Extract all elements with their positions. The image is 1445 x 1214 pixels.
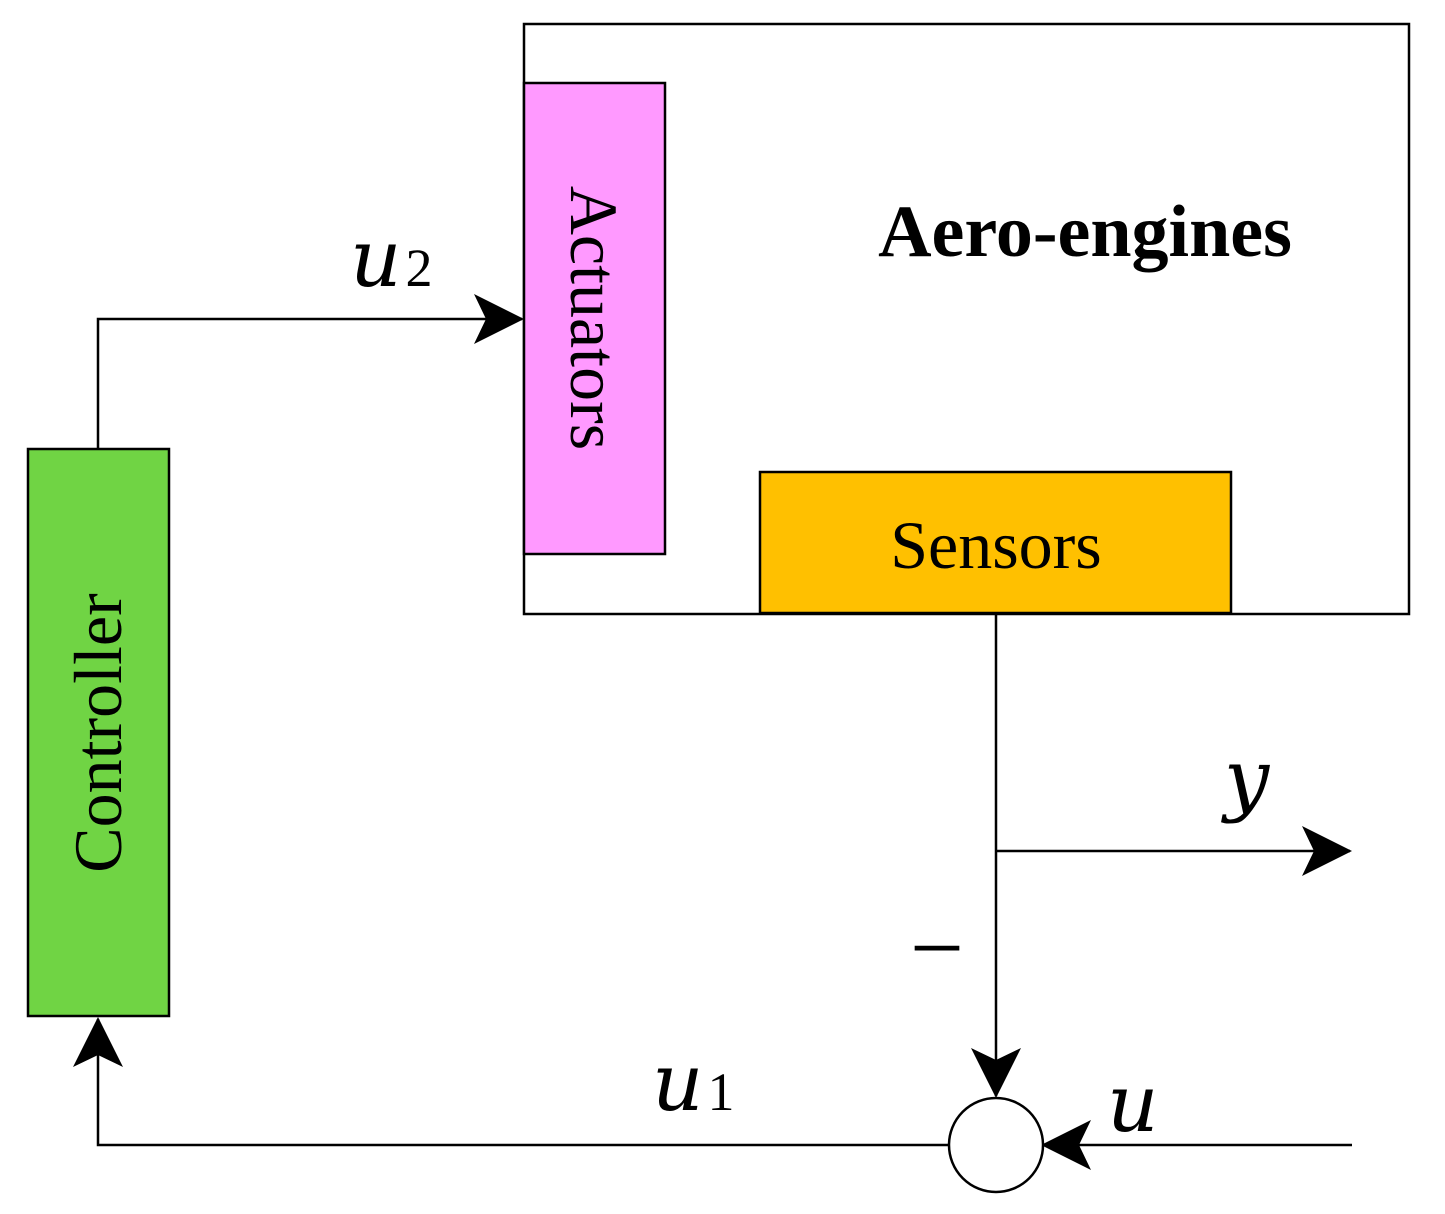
sensors-block xyxy=(758,470,1233,615)
actuators-label: Actuators xyxy=(556,186,632,450)
actuators-block xyxy=(522,81,667,556)
wire-sum-to-controller xyxy=(73,1017,949,1147)
signal-u2-label: u2 xyxy=(350,212,433,305)
controller-block xyxy=(26,447,171,1018)
signal-u-label: u xyxy=(1107,1057,1159,1150)
signal-u1-label: u1 xyxy=(652,1036,735,1129)
minus-sign: − xyxy=(910,894,964,1001)
sensors-label: Sensors xyxy=(890,507,1102,583)
aero-engine-title: Aero-engines xyxy=(878,191,1292,273)
controller-label: Controller xyxy=(60,593,136,873)
signal-y-label: y xyxy=(1221,732,1271,825)
wire-controller-to-actuators xyxy=(96,294,524,449)
summing-junction xyxy=(947,1096,1045,1194)
